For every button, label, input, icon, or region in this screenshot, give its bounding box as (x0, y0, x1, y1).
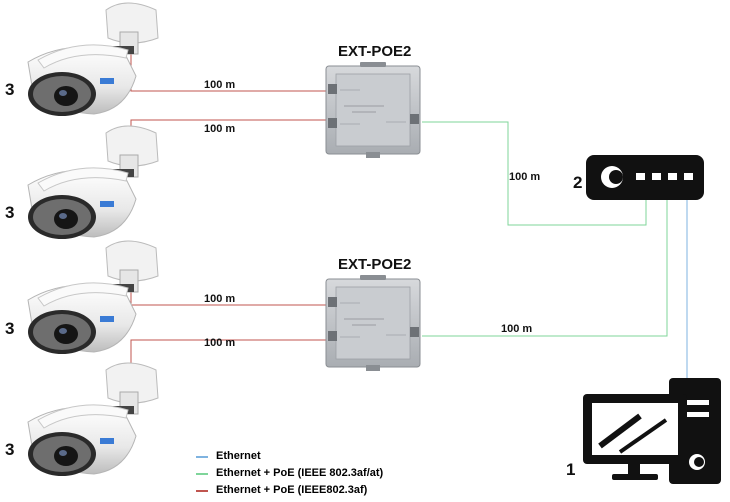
distance-label-uplink-1: 100 m (509, 171, 541, 183)
legend-swatch-poe-at (196, 473, 208, 475)
camera-1 (27, 2, 159, 117)
distance-label-camera-4: 100 m (204, 337, 236, 349)
extender-2-title: EXT-POE2 (338, 256, 412, 273)
extender-1-device (325, 61, 421, 159)
legend-label-ethernet: Ethernet (216, 450, 261, 462)
distance-label-camera-2: 100 m (204, 123, 236, 135)
camera-2 (27, 125, 159, 240)
extender-2-uplink (422, 200, 668, 337)
distance-label-uplink-2: 100 m (501, 323, 533, 335)
distance-label-camera-1: 100 m (204, 79, 236, 91)
extender-1-title: EXT-POE2 (338, 43, 412, 60)
camera-4-number: 3 (5, 440, 15, 459)
extender-1-uplink (422, 121, 647, 226)
legend-swatch-poe-af (196, 490, 208, 492)
legend-label-poe-af: Ethernet + PoE (IEEE802.3af) (216, 484, 368, 496)
switch-icon (586, 155, 704, 200)
legend-swatch-ethernet (196, 456, 208, 458)
camera-1-number: 3 (5, 80, 15, 99)
computer-icon (583, 378, 721, 484)
legend-label-poe-at: Ethernet + PoE (IEEE 802.3af/at) (216, 467, 384, 479)
camera-4 (27, 362, 159, 477)
distance-label-camera-3: 100 m (204, 293, 236, 305)
camera-3-number: 3 (5, 319, 15, 338)
camera-2-number: 3 (5, 203, 15, 222)
switch-number: 2 (573, 173, 583, 192)
computer-number: 1 (566, 460, 576, 479)
camera-3 (27, 240, 159, 355)
extender-2-device (325, 274, 421, 372)
